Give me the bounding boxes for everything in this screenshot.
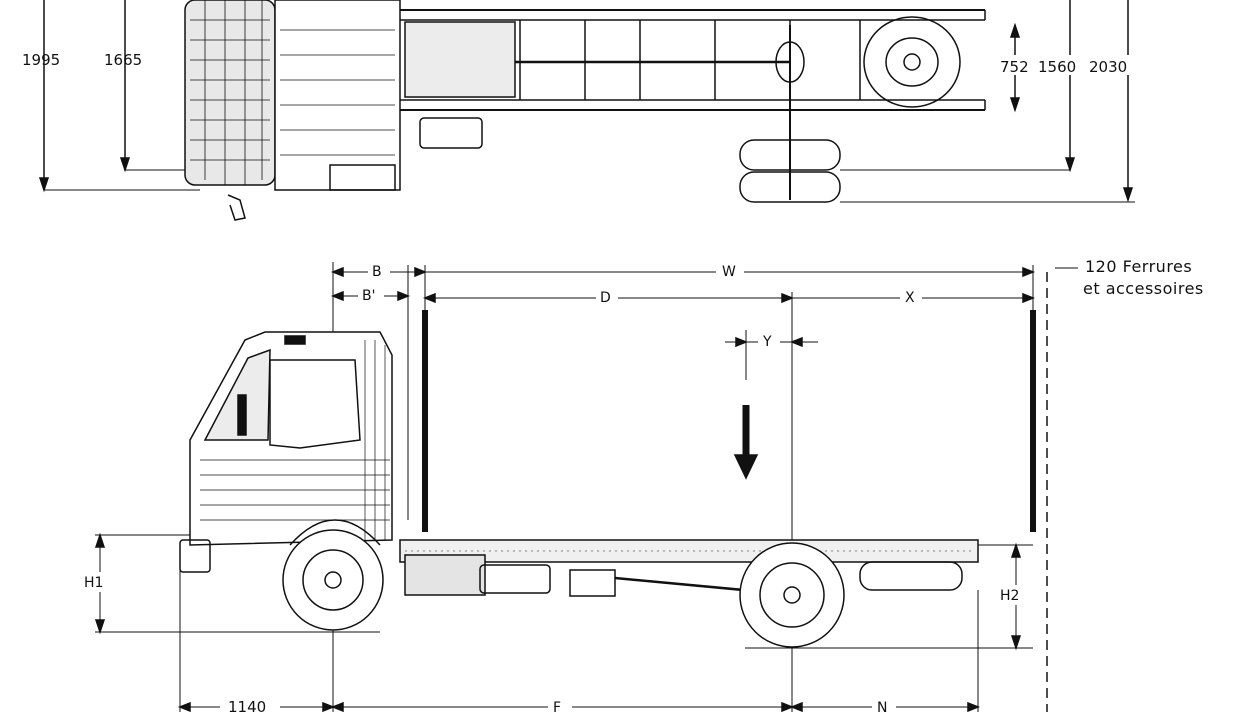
label-Y: Y (762, 334, 772, 350)
dim-1140: 1140 (228, 698, 266, 716)
dual-tyre-inner (739, 171, 841, 203)
cab-roof-vent (284, 335, 306, 345)
arrowhead-1665 (119, 157, 131, 173)
label-X: X (905, 290, 915, 306)
front-wheel-arch (289, 519, 381, 546)
dim-1665: 1665 (104, 51, 142, 69)
rear-wheel-plan (863, 16, 961, 108)
cab-door-window (269, 359, 361, 449)
label-B: B (372, 264, 382, 280)
accessory-note-line1: 120 Ferrures (1085, 257, 1192, 276)
front-bumper (179, 539, 211, 573)
load-arrow-head (733, 454, 759, 480)
label-H1: H1 (84, 575, 103, 591)
mirror-arm (237, 394, 247, 436)
accessory-note-line2: et accessoires (1083, 279, 1204, 298)
fuel-tank (419, 117, 483, 149)
dim-2030: 2030 (1089, 58, 1127, 76)
dim-752: 752 (1000, 58, 1029, 76)
fuel-tank-side (479, 564, 551, 594)
battery-box (569, 569, 616, 597)
differential (775, 41, 805, 83)
spare-tyre (859, 561, 963, 591)
cab-step (329, 164, 396, 191)
label-Bprime: B' (362, 288, 375, 304)
side-view (94, 262, 1048, 713)
label-W: W (722, 264, 736, 280)
engine-block (404, 21, 516, 98)
label-F: F (553, 700, 561, 716)
cab-body (274, 0, 401, 191)
dual-tyre-outer (739, 139, 841, 171)
transmission (404, 554, 486, 596)
label-D: D (600, 290, 611, 306)
arrowhead-1995 (38, 177, 50, 193)
dim-1560: 1560 (1038, 58, 1076, 76)
label-N: N (877, 700, 887, 716)
front-wheel (282, 529, 384, 631)
top-view (38, 0, 1135, 221)
rear-wheel (739, 542, 845, 648)
label-H2: H2 (1000, 588, 1019, 604)
cab-front-grille (184, 0, 276, 186)
tow-hook (227, 194, 246, 221)
dim-1995: 1995 (22, 51, 60, 69)
